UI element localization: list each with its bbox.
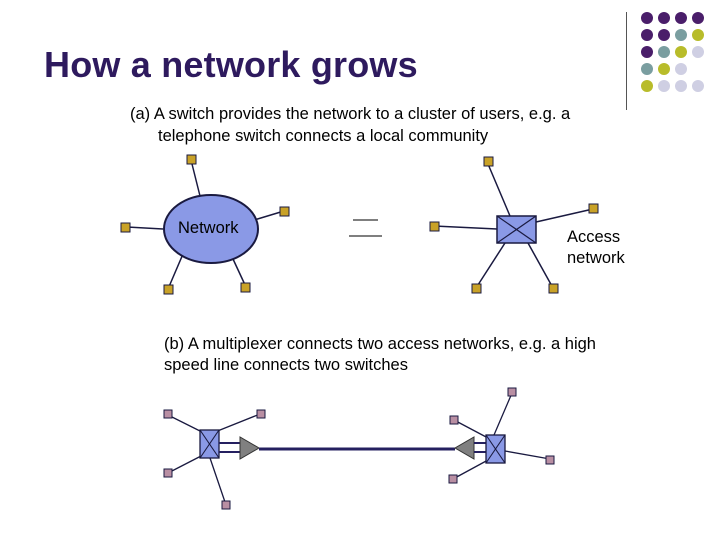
terminal-icon xyxy=(507,387,517,397)
access-network-cluster xyxy=(429,156,599,294)
terminal-icon xyxy=(429,221,440,232)
caption-b-line1: (b) A multiplexer connects two access ne… xyxy=(164,335,596,353)
network-cloud-icon xyxy=(163,194,259,264)
terminal-icon xyxy=(548,283,559,294)
switch-icon xyxy=(199,429,220,459)
decorative-dot xyxy=(641,80,653,92)
terminal-icon xyxy=(256,409,266,419)
caption-a-line2: telephone switch connects a local commun… xyxy=(158,127,489,145)
decorative-dot xyxy=(675,29,687,41)
decorative-dot xyxy=(641,12,653,24)
network-label: Network xyxy=(178,219,239,237)
terminal-icon xyxy=(221,500,231,510)
decorative-dot xyxy=(641,46,653,58)
terminal-icon xyxy=(588,203,599,214)
decorative-dot xyxy=(675,80,687,92)
terminal-icon xyxy=(186,154,197,165)
decorative-dot xyxy=(675,46,687,58)
equivalence-icon xyxy=(349,219,382,237)
decorative-dot xyxy=(692,46,704,58)
decorative-dot xyxy=(658,63,670,75)
title-divider xyxy=(626,12,627,110)
multiplexer-icon xyxy=(239,436,260,460)
terminal-icon xyxy=(163,409,173,419)
decorative-dot xyxy=(692,80,704,92)
caption-a-line1: (a) A switch provides the network to a c… xyxy=(130,105,571,123)
terminal-icon xyxy=(163,468,173,478)
multiplexer-icon xyxy=(454,436,475,460)
decorative-dot xyxy=(641,29,653,41)
decorative-dot xyxy=(675,12,687,24)
decorative-dot xyxy=(658,80,670,92)
terminal-icon xyxy=(449,415,459,425)
decorative-dot xyxy=(675,63,687,75)
caption-b-line2: speed line connects two switches xyxy=(164,356,408,374)
decorative-dot xyxy=(641,63,653,75)
decorative-dot xyxy=(658,29,670,41)
terminal-icon xyxy=(163,284,174,295)
switch-icon xyxy=(485,434,506,464)
access-network-label-line1: Access xyxy=(567,228,621,246)
terminal-icon xyxy=(448,474,458,484)
switch-icon xyxy=(496,215,537,244)
decorative-dot xyxy=(658,12,670,24)
network-cluster xyxy=(120,154,290,295)
terminal-icon xyxy=(240,282,251,293)
terminal-icon xyxy=(545,455,555,465)
terminal-icon xyxy=(279,206,290,217)
terminal-icon xyxy=(120,222,131,233)
decorative-dot xyxy=(658,46,670,58)
decorative-dot xyxy=(692,12,704,24)
slide-title: How a network grows xyxy=(44,44,418,85)
terminal-icon xyxy=(483,156,494,167)
right-access-network xyxy=(448,387,555,484)
access-network-label-line2: network xyxy=(567,249,625,267)
decorative-dot xyxy=(692,29,704,41)
terminal-icon xyxy=(471,283,482,294)
left-access-network xyxy=(163,409,266,510)
